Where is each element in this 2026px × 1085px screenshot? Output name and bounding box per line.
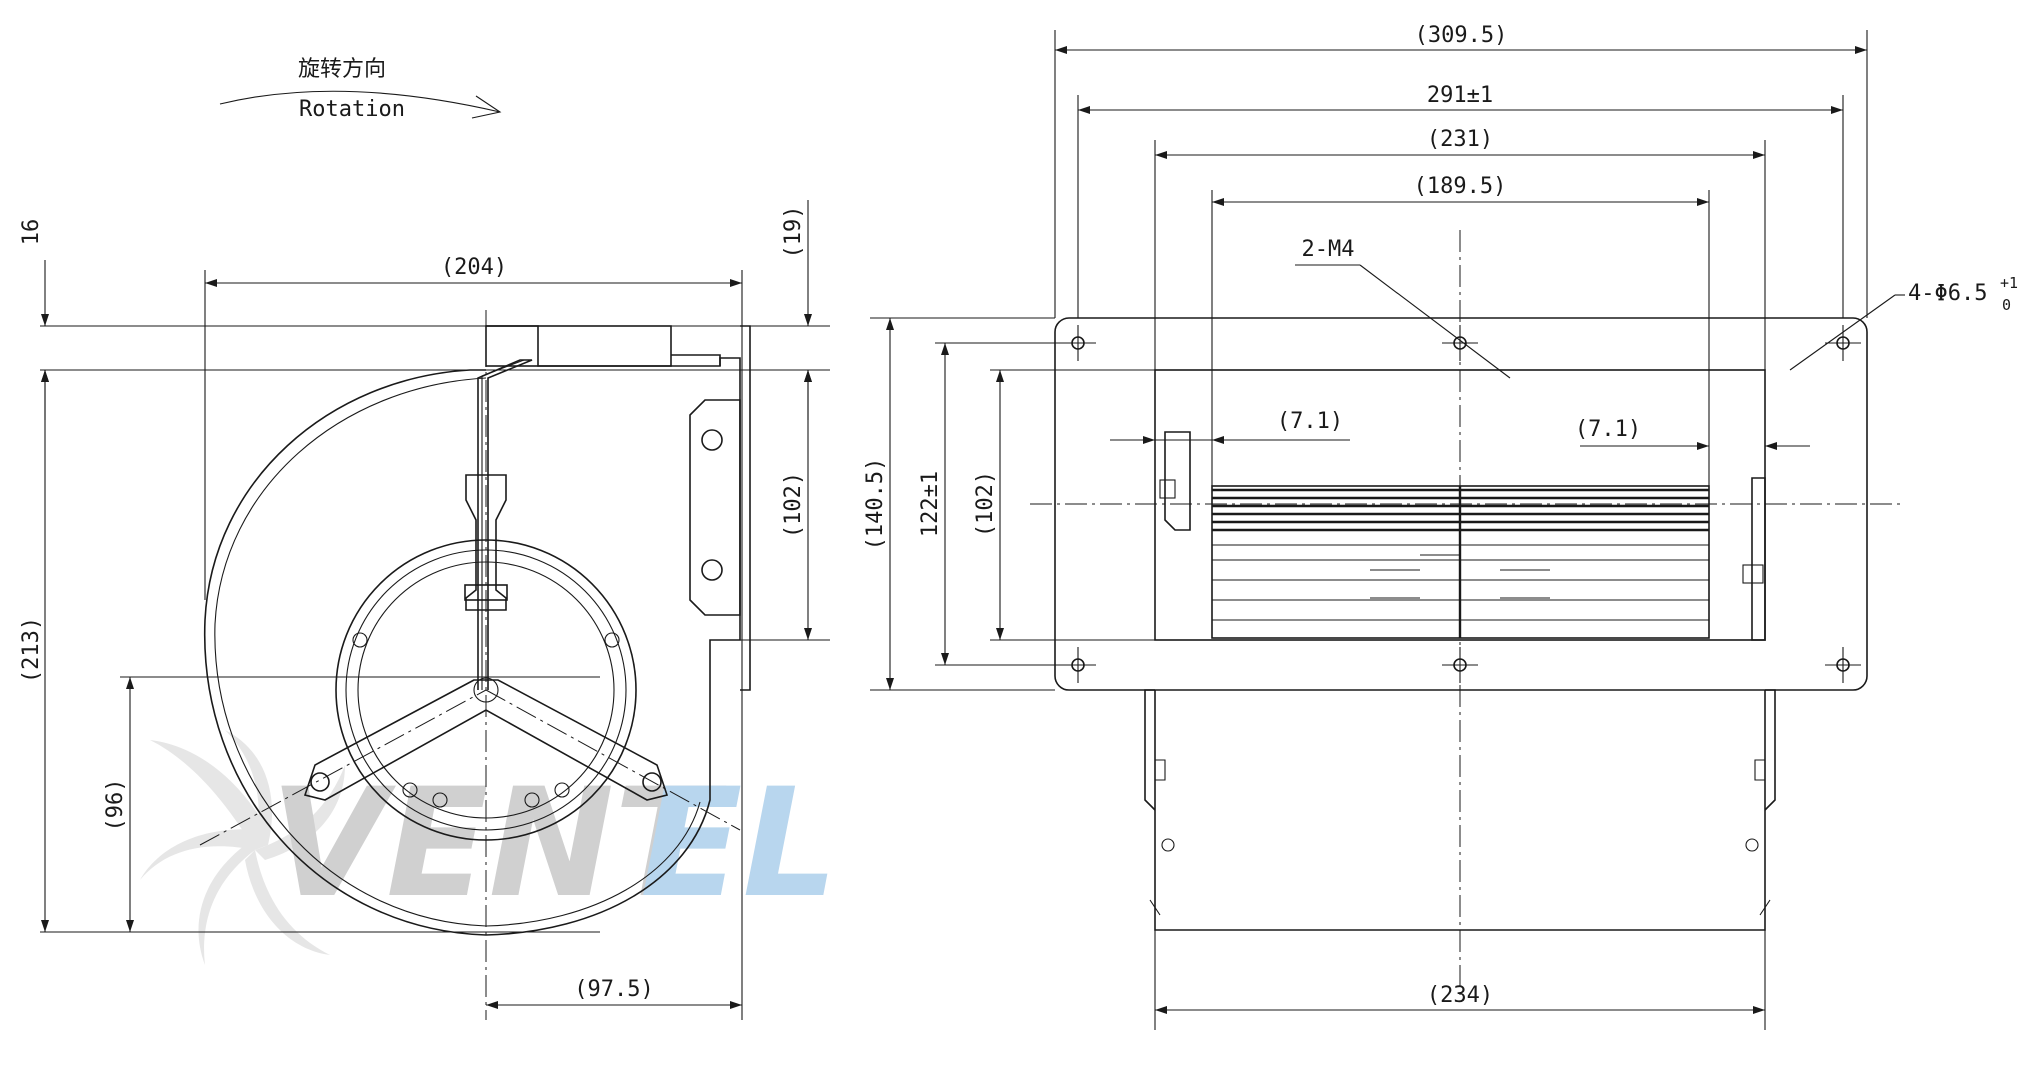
dim-height: (213) — [19, 617, 44, 683]
watermark-logo: VENT EL — [140, 730, 838, 965]
rotation-arrowhead-icon — [471, 95, 502, 119]
motor-spider-arm — [303, 679, 669, 801]
rotation-label-en: Rotation — [299, 97, 405, 122]
flange-plate — [1054, 317, 1868, 691]
holes-tol-upper: +1 — [2000, 274, 2018, 292]
fan-logo-icon — [140, 730, 345, 965]
rotation-indicator: 旋转方向 Rotation — [219, 57, 502, 122]
dim-center-to-outlet: (97.5) — [574, 977, 653, 1002]
holes-callout: 4-Φ6.5 — [1908, 281, 1987, 306]
watermark-accent-text: EL — [640, 757, 838, 931]
dim-width: (204) — [441, 255, 507, 280]
rotation-arrow-icon — [219, 90, 501, 113]
dim-base-width: (234) — [1427, 983, 1493, 1008]
dim-overall-width: (309.5) — [1415, 23, 1508, 48]
dim-flange-height: (140.5) — [863, 458, 888, 551]
dim-outlet-height: (102) — [781, 472, 806, 538]
dim-top-offset: 16 — [19, 219, 44, 246]
watermark-main-text: VENT — [270, 757, 727, 931]
dim-outlet-height-right: (102) — [973, 471, 998, 537]
dim-top-right: (19) — [781, 206, 806, 259]
left-view: 16 (213) (96) (204) (19) (102) (97.5) — [19, 200, 830, 1020]
mount-hole — [701, 429, 723, 451]
dim-hole-vert-spacing: 122±1 — [918, 471, 943, 537]
dim-hole-spacing: 291±1 — [1427, 83, 1493, 108]
motor-outer-ring — [335, 539, 637, 841]
holes-tol-lower: 0 — [2002, 296, 2011, 314]
dim-outlet-width: (231) — [1427, 127, 1493, 152]
dim-right-gap: (7.1) — [1575, 417, 1641, 442]
dim-center-height: (96) — [103, 779, 128, 832]
right-view: (309.5) 291±1 (231) (189.5) 2-M4 4-Φ6.5 … — [863, 23, 2018, 1030]
mount-hole — [701, 559, 723, 581]
thread-callout: 2-M4 — [1302, 237, 1355, 262]
dim-left-gap: (7.1) — [1277, 409, 1343, 434]
rotation-label-cn: 旋转方向 — [298, 57, 386, 82]
dim-impeller-width: (189.5) — [1414, 174, 1507, 199]
